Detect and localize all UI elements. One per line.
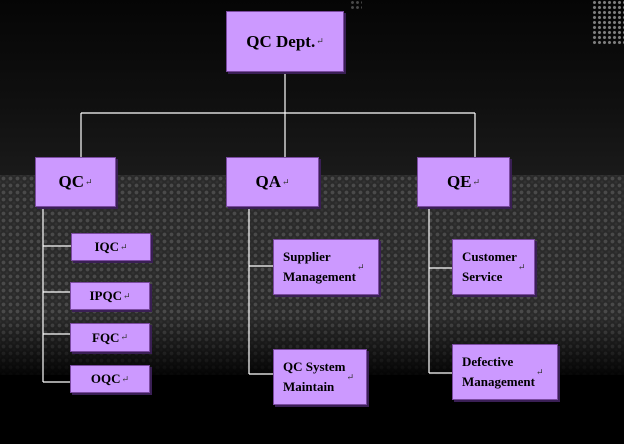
paragraph-mark-icon: ↵ (535, 367, 544, 377)
customer-service-node: Customer Service↵ (452, 239, 535, 295)
paragraph-mark-icon: ↵ (281, 176, 290, 187)
customer-service-label: Customer Service (462, 249, 517, 284)
defective-management-node: Defective Management↵ (452, 344, 558, 400)
fqc-node: FQC↵ (70, 323, 150, 352)
dot-pattern (592, 0, 624, 45)
qc-label: QC (58, 172, 84, 191)
paragraph-mark-icon: ↵ (356, 262, 365, 272)
ipqc-node: IPQC↵ (70, 282, 150, 310)
oqc-node: OQC↵ (70, 365, 150, 393)
qc-node: QC↵ (35, 157, 116, 207)
paragraph-mark-icon: ↵ (316, 36, 324, 46)
supplier-management-node: Supplier Management↵ (273, 239, 379, 295)
paragraph-mark-icon: ↵ (472, 176, 481, 187)
qa-label: QA (255, 172, 281, 191)
paragraph-mark-icon: ↵ (122, 290, 131, 301)
iqc-node: IQC↵ (71, 233, 151, 261)
fqc-label: FQC (92, 329, 120, 345)
paragraph-mark-icon: ↵ (517, 262, 526, 272)
supplier-management-label: Supplier Management (283, 249, 356, 284)
iqc-label: IQC (94, 239, 119, 254)
defective-management-label: Defective Management (462, 354, 535, 389)
paragraph-mark-icon: ↵ (84, 176, 93, 187)
qc-system-maintain-node: QC System Maintain↵ (273, 349, 367, 405)
paragraph-mark-icon: ↵ (120, 241, 128, 252)
ipqc-label: IPQC (89, 288, 122, 303)
qe-node: QE↵ (417, 157, 510, 207)
qc-system-maintain-label: QC System Maintain (283, 359, 346, 394)
paragraph-mark-icon: ↵ (346, 372, 355, 382)
oqc-label: OQC (90, 371, 121, 386)
qc-dept-label: QC Dept. (246, 31, 316, 51)
paragraph-mark-icon: ↵ (120, 332, 128, 342)
qe-label: QE (446, 172, 472, 191)
qc-dept-node: QC Dept.↵ (226, 11, 344, 72)
dot-pattern-small (350, 0, 362, 10)
qa-node: QA↵ (226, 157, 319, 207)
paragraph-mark-icon: ↵ (121, 373, 130, 384)
